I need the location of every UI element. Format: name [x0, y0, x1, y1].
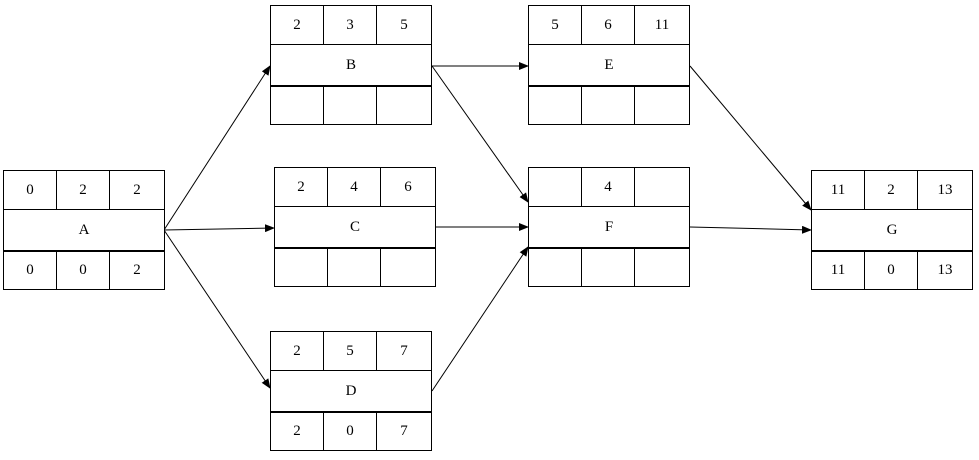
total-float-cell	[581, 248, 635, 287]
total-float-cell: 0	[56, 251, 110, 290]
edge-d-to-f-arrow	[431, 246, 529, 392]
edge-b-to-f-arrow	[431, 65, 529, 203]
duration-cell: 2	[56, 170, 110, 210]
early-finish-cell	[634, 167, 690, 207]
duration-cell: 4	[327, 167, 381, 207]
early-finish-cell: 2	[109, 170, 165, 210]
late-start-cell	[274, 248, 328, 287]
edge-f-to-g-arrow	[689, 225, 812, 234]
late-finish-cell	[380, 248, 436, 287]
total-float-cell: 0	[864, 251, 918, 290]
late-finish-cell	[376, 86, 432, 125]
late-start-cell: 0	[3, 251, 57, 290]
node-middle-row: F	[528, 206, 690, 248]
duration-cell: 5	[323, 331, 377, 371]
node-middle-row: C	[274, 206, 436, 248]
late-finish-cell	[634, 248, 690, 287]
node-bottom-row	[274, 247, 436, 287]
late-start-cell	[270, 86, 324, 125]
node-bottom-row	[270, 85, 432, 125]
early-start-cell: 5	[528, 5, 582, 45]
early-start-cell: 0	[3, 170, 57, 210]
edge-a-to-b-arrow	[163, 65, 271, 231]
early-start-cell: 2	[270, 5, 324, 45]
early-start-cell: 11	[811, 170, 865, 210]
node-middle-row: A	[3, 209, 165, 251]
activity-name-label: D	[270, 370, 432, 412]
late-finish-cell: 7	[376, 412, 432, 451]
late-finish-cell	[634, 86, 690, 125]
early-finish-cell: 7	[376, 331, 432, 371]
activity-name-label: E	[528, 44, 690, 86]
duration-cell: 2	[864, 170, 918, 210]
edge-a-to-c-arrow	[163, 224, 275, 233]
node-top-row: 4	[528, 167, 690, 207]
total-float-cell	[323, 86, 377, 125]
node-bottom-row	[528, 247, 690, 287]
late-start-cell: 2	[270, 412, 324, 451]
late-start-cell	[528, 248, 582, 287]
edge-a-to-d-arrow	[163, 229, 271, 389]
node-middle-row: E	[528, 44, 690, 86]
activity-name-label: F	[528, 206, 690, 248]
activity-name-label: C	[274, 206, 436, 248]
node-bottom-row	[528, 85, 690, 125]
edge-e-to-g-arrow	[689, 65, 812, 211]
total-float-cell	[581, 86, 635, 125]
late-start-cell: 11	[811, 251, 865, 290]
early-finish-cell: 6	[380, 167, 436, 207]
early-finish-cell: 13	[917, 170, 973, 210]
late-finish-cell: 2	[109, 251, 165, 290]
late-start-cell	[528, 86, 582, 125]
node-middle-row: B	[270, 44, 432, 86]
early-start-cell: 2	[270, 331, 324, 371]
duration-cell: 6	[581, 5, 635, 45]
node-middle-row: G	[811, 209, 973, 251]
early-finish-cell: 5	[376, 5, 432, 45]
duration-cell: 4	[581, 167, 635, 207]
total-float-cell	[327, 248, 381, 287]
activity-name-label: B	[270, 44, 432, 86]
edges-layer	[163, 62, 812, 392]
duration-cell: 3	[323, 5, 377, 45]
node-middle-row: D	[270, 370, 432, 412]
early-start-cell: 2	[274, 167, 328, 207]
activity-name-label: G	[811, 209, 973, 251]
early-start-cell	[528, 167, 582, 207]
activity-name-label: A	[3, 209, 165, 251]
early-finish-cell: 11	[634, 5, 690, 45]
total-float-cell: 0	[323, 412, 377, 451]
late-finish-cell: 13	[917, 251, 973, 290]
